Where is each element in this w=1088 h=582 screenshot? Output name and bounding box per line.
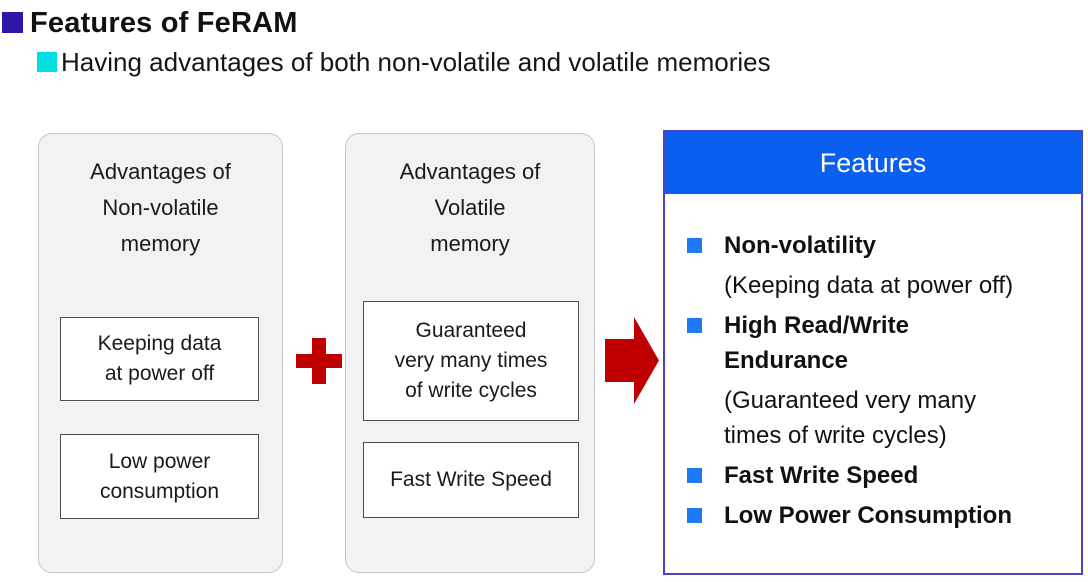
feature-bullet-icon	[687, 508, 702, 523]
feature-item-fast-write: Fast Write Speed	[687, 458, 1067, 493]
features-list: Non-volatility (Keeping data at power of…	[665, 194, 1081, 533]
subtitle-bullet-icon	[37, 52, 57, 72]
feature-bullet-icon	[687, 238, 702, 253]
panel-volatile-title: Advantages of Volatile memory	[399, 159, 541, 256]
page-title: Features of FeRAM	[30, 7, 298, 39]
feature-item-non-volatility: Non-volatility	[687, 228, 1067, 263]
feature-item-endurance: High Read/Write Endurance	[687, 308, 1067, 378]
title-bullet-icon	[2, 12, 23, 33]
page-title-row: Features of FeRAM	[2, 6, 298, 40]
feature-item-low-power: Low Power Consumption	[687, 498, 1067, 533]
feature-bullet-icon	[687, 318, 702, 333]
feature-bullet-icon	[687, 468, 702, 483]
panel-volatile-advantages: Advantages of Volatile memory Guaranteed…	[345, 133, 595, 573]
page-subtitle: Having advantages of both non-volatile a…	[61, 47, 771, 77]
features-panel-header: Features	[665, 132, 1081, 194]
volatile-box-write-cycles: Guaranteed very many times of write cycl…	[363, 301, 579, 421]
feature-note-write-cycles: (Guaranteed very many times of write cyc…	[724, 387, 977, 449]
volatile-box-fast-write: Fast Write Speed	[363, 442, 579, 518]
panel-nonvolatile-title: Advantages of Non-volatile memory	[90, 159, 231, 256]
feature-note-keeping-data: (Keeping data at power off)	[724, 272, 1014, 299]
features-panel: Features Non-volatility (Keeping data at…	[663, 130, 1083, 575]
nonvolatile-box-keeping-data: Keeping data at power off	[60, 317, 259, 401]
page-subtitle-row: Having advantages of both non-volatile a…	[37, 46, 771, 78]
right-arrow-icon	[605, 317, 659, 404]
panel-nonvolatile-advantages: Advantages of Non-volatile memory Keepin…	[38, 133, 283, 573]
nonvolatile-box-low-power: Low power consumption	[60, 434, 259, 519]
plus-icon	[296, 338, 342, 384]
